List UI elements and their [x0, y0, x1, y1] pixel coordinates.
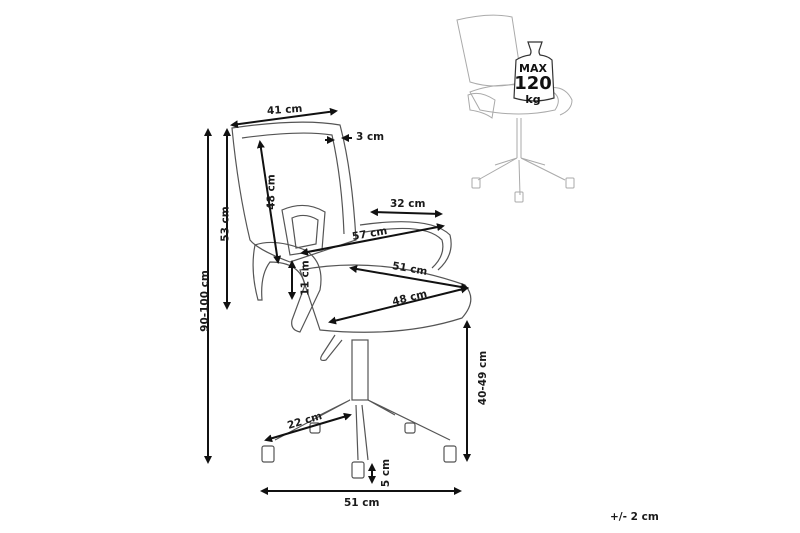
chair-drawing	[231, 121, 472, 479]
label-base-width: 51 cm	[344, 497, 380, 509]
label-armrest-length: 32 cm	[390, 198, 426, 210]
label-back-height: 53 cm	[219, 206, 232, 242]
label-backrest-height: 48 cm	[265, 174, 278, 210]
max-label: MAX	[519, 62, 547, 75]
tolerance-note: +/- 2 cm	[610, 511, 659, 523]
max-load-value: 120	[514, 73, 552, 94]
max-load-badge: MAX 120 kg	[512, 40, 554, 106]
label-backrest-depth: 3 cm	[356, 131, 385, 143]
label-caster-height: 5 cm	[380, 458, 393, 488]
label-seat-height: 40-49 cm	[477, 350, 490, 406]
dimension-arrows	[204, 107, 471, 495]
label-armrest-height: 11 cm	[299, 260, 312, 296]
max-load-unit: kg	[525, 93, 541, 106]
label-backrest-width: 41 cm	[266, 102, 303, 118]
weight-icon	[513, 41, 555, 102]
label-total-height: 90-100 cm	[198, 270, 211, 332]
